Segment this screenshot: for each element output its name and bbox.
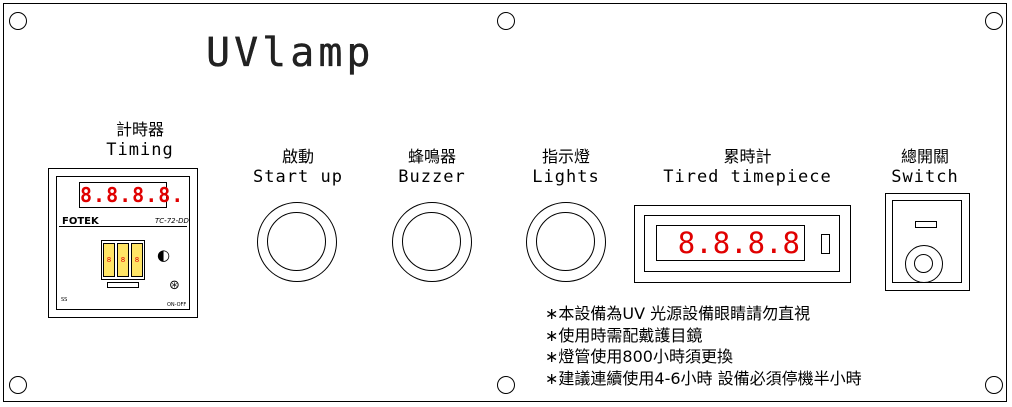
timer-thumbwheel[interactable]: 8 8 8 [101, 240, 145, 280]
buzzer-button[interactable] [392, 202, 472, 282]
timer-display: 8.8.8.8. [79, 182, 183, 208]
timer-dial-2[interactable]: 8 [117, 243, 129, 277]
start-label-en: Start up [253, 167, 343, 187]
screw-bottom-center [497, 376, 515, 394]
screw-bottom-left [9, 376, 27, 394]
note-1: ∗本設備為UV 光源設備眼睛請勿直視 [545, 304, 811, 323]
hour-meter-label-zh: 累時計 [723, 147, 772, 166]
lights-label: 指示燈 Lights [516, 147, 616, 187]
knob-icon[interactable]: ⊛ [169, 278, 180, 293]
hour-meter-display: 8.8.8.8 [656, 225, 805, 261]
uv-lamp-panel [3, 3, 1007, 402]
start-label-zh: 啟動 [281, 147, 314, 166]
timer-dial-3[interactable]: 8 [131, 243, 143, 277]
buzzer-label-zh: 蜂鳴器 [407, 147, 456, 166]
warning-notes: ∗本設備為UV 光源設備眼睛請勿直視 ∗使用時需配戴護目鏡 ∗燈管使用800小時… [545, 303, 862, 389]
timer-right-mark: ON-OFF [167, 302, 187, 308]
note-3: ∗燈管使用800小時須更換 [545, 347, 733, 366]
lights-indicator [526, 202, 606, 282]
switch-label-en: Switch [891, 167, 959, 187]
screw-top-left [9, 12, 27, 30]
hour-meter-label: 累時計 Tired timepiece [655, 147, 840, 187]
switch-label: 總開關 Switch [870, 147, 980, 187]
timer-label-zh: 計時器 [115, 120, 164, 139]
hour-meter-indicator [821, 234, 830, 254]
switch-slot [915, 221, 937, 228]
note-2: ∗使用時需配戴護目鏡 [545, 325, 703, 345]
buzzer-label: 蜂鳴器 Buzzer [382, 147, 482, 187]
screw-bottom-right [985, 376, 1003, 394]
timer-thumbwheel-base [107, 282, 139, 288]
timer-display-digits: 8.8.8.8. [80, 183, 185, 207]
timer-label-en: Timing [106, 140, 174, 160]
hour-meter-bezel [644, 215, 840, 272]
main-switch[interactable] [885, 193, 970, 291]
screw-top-center [497, 12, 515, 30]
timer-brand: FOTEK [62, 216, 99, 227]
timer-left-mark: SS [61, 297, 68, 303]
switch-label-zh: 總開關 [900, 147, 949, 166]
panel-title: UVlamp [206, 30, 375, 76]
buzzer-label-en: Buzzer [398, 167, 466, 187]
timer-face [56, 176, 190, 310]
hour-meter-label-en: Tired timepiece [663, 167, 832, 187]
note-4: ∗建議連續使用4-6小時 設備必須停機半小時 [545, 368, 862, 388]
lights-label-en: Lights [532, 167, 600, 187]
lights-label-zh: 指示燈 [541, 147, 590, 166]
timer-dial-1[interactable]: 8 [103, 243, 115, 277]
timer-unit[interactable]: 8.8.8.8. FOTEK TC-72-DD 8 8 8 ◐ ⊛ SS ON-… [48, 168, 198, 318]
screw-top-right [985, 12, 1003, 30]
hour-meter-digits: 8.8.8.8 [677, 226, 800, 260]
hour-meter-unit: 8.8.8.8 [634, 205, 851, 283]
timer-model: TC-72-DD [155, 217, 189, 225]
timer-label: 計時器 Timing [95, 120, 185, 160]
half-moon-icon: ◐ [157, 246, 171, 264]
switch-knob[interactable] [905, 245, 943, 283]
start-up-button[interactable] [257, 202, 337, 282]
timer-divider [59, 226, 187, 227]
start-label: 啟動 Start up [238, 147, 358, 187]
